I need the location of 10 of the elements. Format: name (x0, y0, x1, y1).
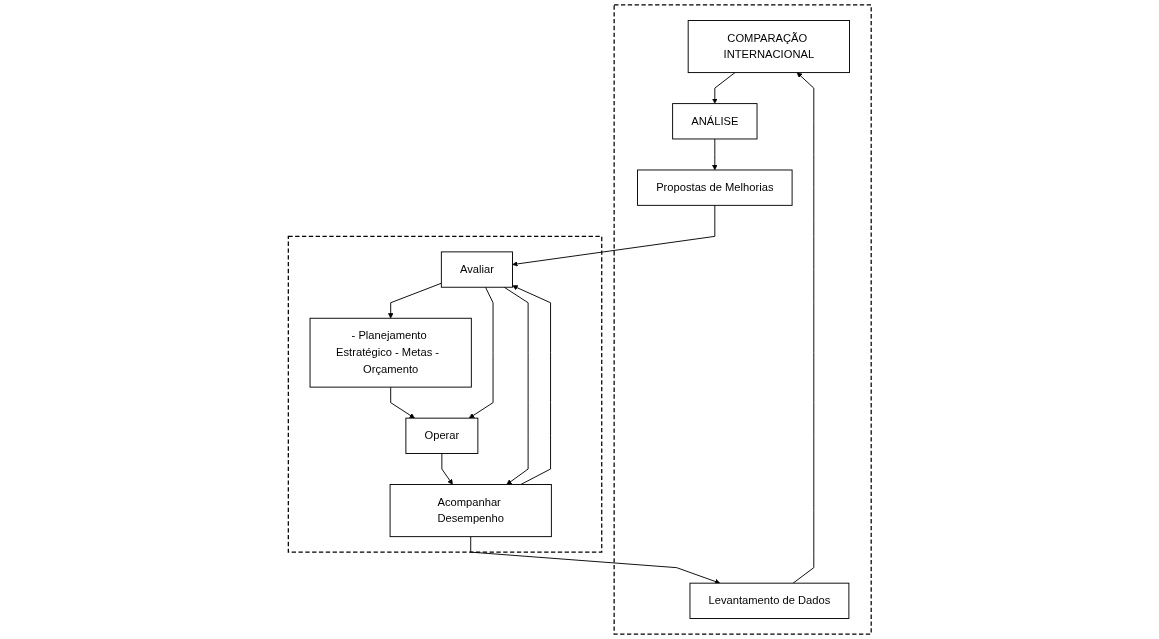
node-box: COMPARAÇÃO INTERNACIONAL (687, 20, 850, 74)
node-box: Levantamento de Dados (689, 582, 850, 619)
node-box: Operar (405, 417, 479, 454)
node-box: - Planejamento Estratégico - Metas - Orçamento (309, 317, 472, 388)
cluster (613, 4, 872, 635)
node-box: Avaliar (440, 251, 513, 288)
node-box: Propostas de Melhorias (636, 169, 793, 206)
node-box: Acompanhar Desempenho (389, 484, 552, 538)
node-box: ANÁLISE (671, 103, 758, 140)
cluster (287, 235, 603, 553)
